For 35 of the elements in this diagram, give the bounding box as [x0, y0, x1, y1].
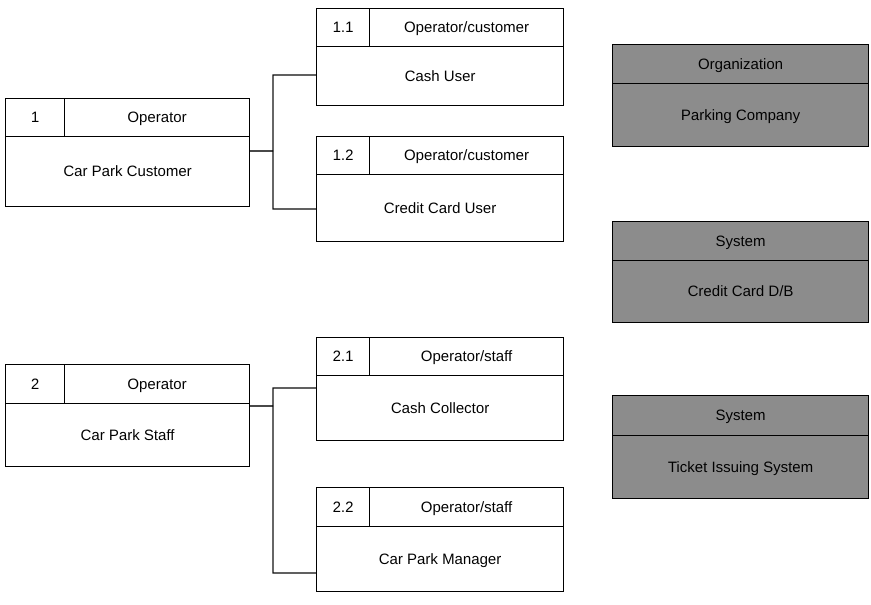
role-type: System — [714, 406, 766, 426]
role-name: Ticket Issuing System — [666, 458, 814, 478]
role-box — [5, 364, 250, 467]
role-name: Credit Card User — [382, 198, 498, 218]
role-name: Cash Collector — [390, 398, 490, 418]
role-box — [5, 98, 250, 207]
role-number: 1 — [6, 99, 65, 136]
connector-line — [250, 150, 316, 210]
role-number: 2.1 — [317, 338, 370, 375]
connector-line — [250, 405, 316, 574]
role-type: Operator/staff — [420, 347, 514, 367]
role-name: Cash User — [404, 66, 476, 86]
role-type: Operator/customer — [402, 146, 530, 166]
role-type: System — [714, 232, 766, 252]
role-number: 1.2 — [317, 137, 370, 174]
role-number: 2 — [6, 365, 65, 403]
role-name: Car Park Customer — [62, 162, 193, 182]
role-name: Parking Company — [680, 106, 802, 126]
role-type: Operator/staff — [420, 498, 514, 518]
role-box — [316, 487, 564, 592]
role-type: Operator — [126, 108, 188, 128]
role-number: 1.1 — [317, 9, 370, 46]
role-name: Car Park Staff — [80, 426, 176, 446]
external-entity-box — [612, 395, 869, 499]
role-name: Car Park Manager — [378, 550, 502, 570]
role-type: Operator — [126, 374, 188, 394]
role-type: Operator/customer — [402, 18, 530, 38]
role-name: Credit Card D/B — [686, 282, 794, 302]
role-box — [316, 136, 564, 242]
role-box — [316, 8, 564, 106]
external-entity-box — [612, 221, 869, 323]
role-number: 2.2 — [317, 488, 370, 526]
external-entity-box — [612, 44, 869, 147]
role-box — [316, 337, 564, 441]
role-type: Organization — [696, 54, 784, 74]
